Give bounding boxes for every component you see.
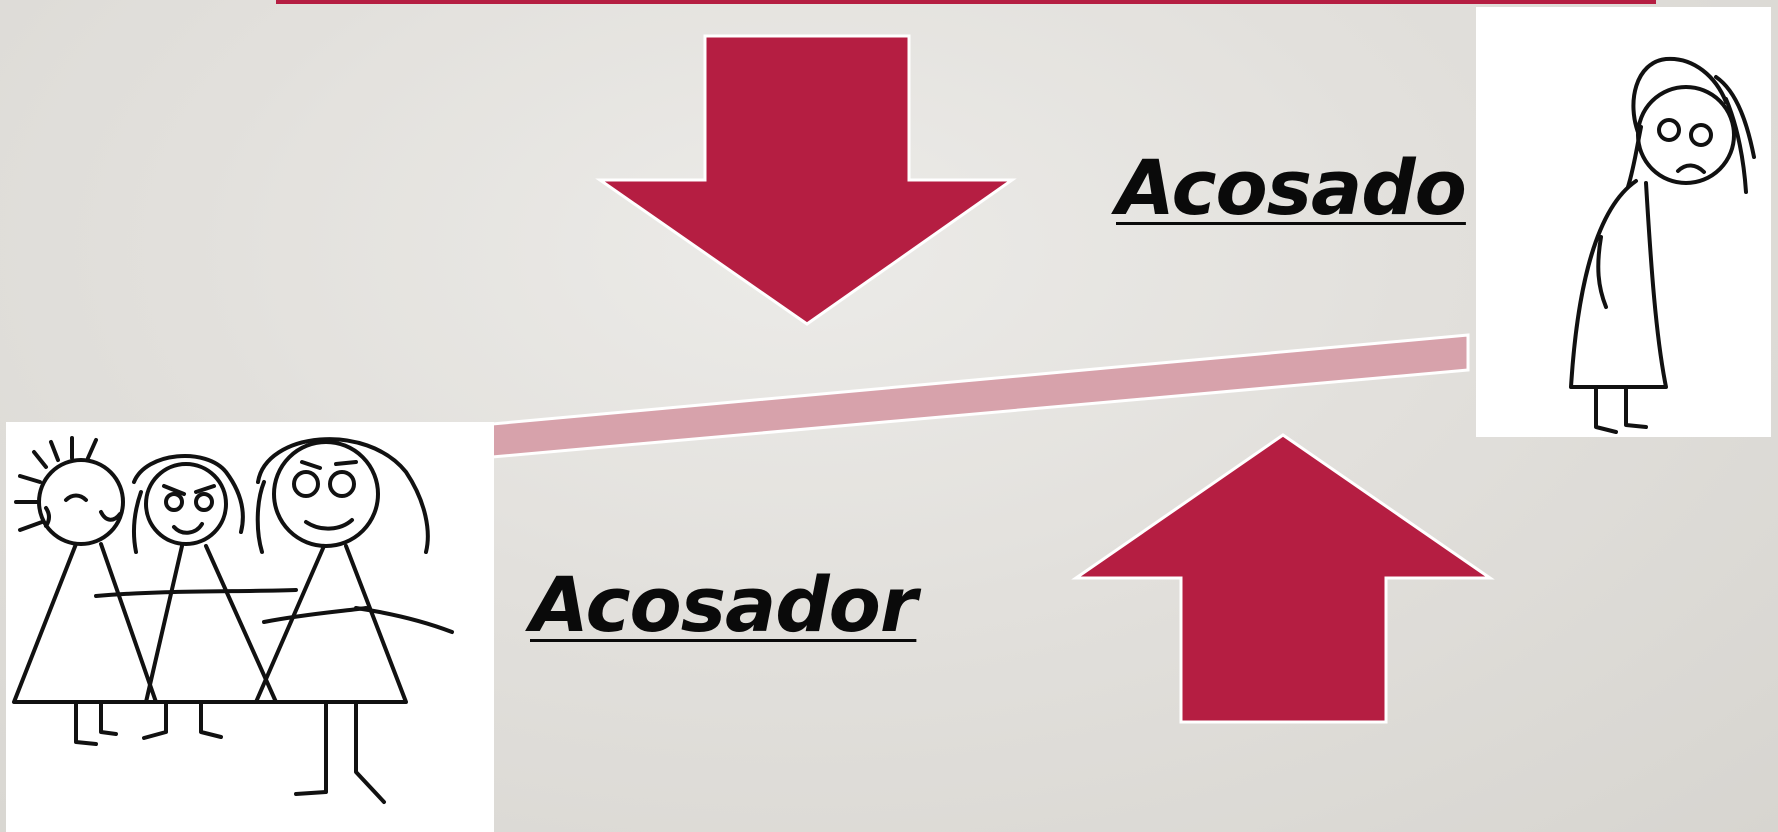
three-stick-figures-icon <box>12 436 454 804</box>
victim-label: Acosado <box>1116 143 1467 232</box>
title-accent-bar <box>276 0 1656 4</box>
victim-image <box>1476 7 1771 437</box>
bully-label: Acosador <box>530 560 917 649</box>
group-image <box>6 422 494 832</box>
sad-stick-figure-icon <box>1569 56 1756 434</box>
